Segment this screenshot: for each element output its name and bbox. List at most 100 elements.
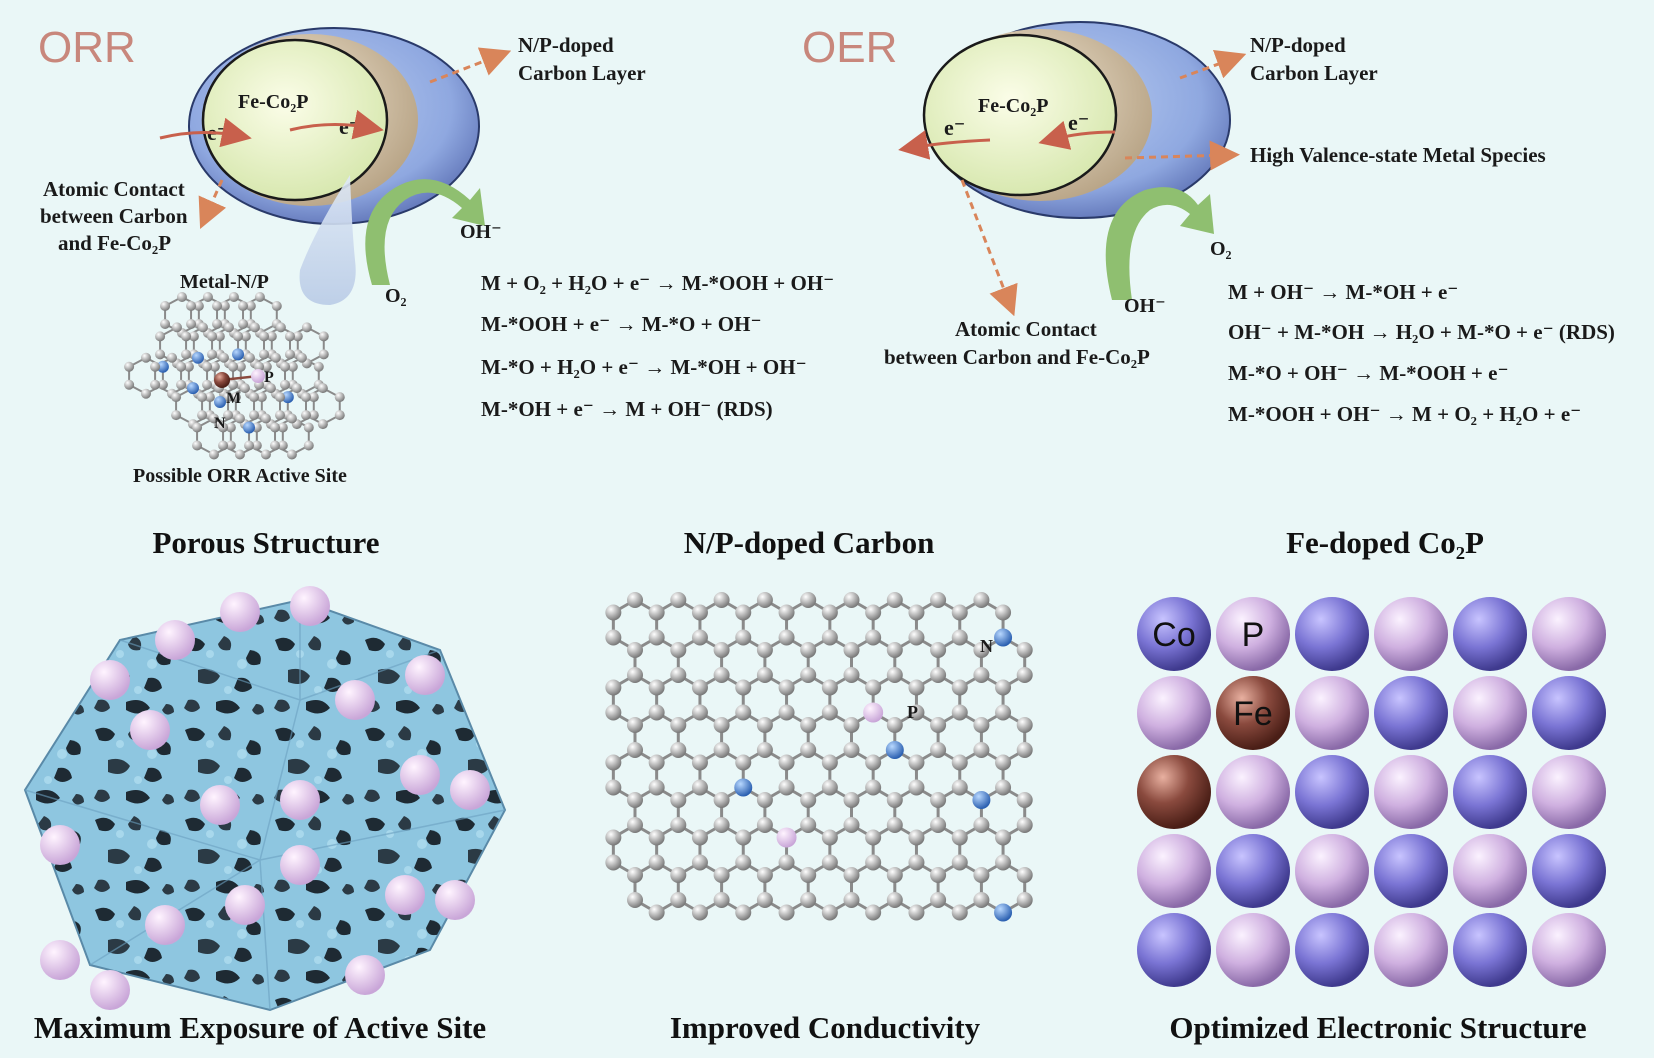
site-carbon-atom	[171, 322, 182, 333]
orr-layer-label-1: N/P-doped	[518, 33, 614, 57]
site-nitrogen-atom	[232, 348, 245, 361]
site-carbon-atom	[176, 379, 187, 390]
site-nitrogen-atom	[281, 391, 294, 404]
carbon-atom	[865, 754, 882, 771]
carbon-atom	[930, 592, 947, 608]
oer-eq-3: M-*O + OH⁻ → M-*OOH + e⁻	[1228, 361, 1509, 385]
carbon-atom	[713, 642, 730, 658]
site-carbon-atom	[186, 319, 197, 329]
carbon-atom	[930, 792, 947, 808]
carbon-atom	[605, 704, 622, 721]
site-carbon-atom	[275, 322, 286, 333]
carbon-atom	[865, 779, 882, 796]
carbon-atom	[930, 717, 947, 733]
carbon-atom	[691, 629, 708, 646]
site-carbon-atom	[150, 379, 161, 390]
site-metal-atom	[214, 372, 230, 388]
carbon-atom	[821, 904, 838, 921]
carbon-atom	[627, 792, 643, 808]
site-carbon-atom	[334, 410, 345, 421]
carbon-atom	[605, 604, 622, 621]
co2p-atom-p	[1532, 597, 1606, 671]
carbon-atom	[605, 854, 622, 871]
co2p-atom-p	[1295, 834, 1369, 908]
carbon-atom	[627, 667, 643, 683]
co2p-lattice	[1137, 597, 1606, 987]
carbon-atom	[735, 604, 752, 621]
carbon-atom	[908, 754, 925, 771]
carbon-atom	[886, 667, 903, 683]
site-carbon-atom	[141, 352, 151, 363]
co2p-atom-p	[1295, 676, 1369, 750]
site-carbon-atom	[318, 349, 329, 360]
carbon-atom	[865, 629, 882, 646]
co2p-atom-co	[1453, 597, 1527, 671]
carbon-atom	[627, 592, 643, 608]
carbon-atom	[886, 792, 903, 808]
carbon-atom	[951, 604, 968, 621]
orr-site-caption: Possible ORR Active Site	[133, 465, 347, 487]
site-carbon-atom	[303, 422, 314, 433]
carbon-atom	[1016, 867, 1033, 883]
orr-eq-4: M-*OH + e⁻ → M + OH⁻ (RDS)	[481, 397, 773, 421]
site-carbon-atom	[277, 440, 288, 451]
co2p-atom-fe	[1216, 676, 1290, 750]
site-carbon-atom	[207, 349, 218, 360]
site-carbon-atom	[160, 319, 171, 329]
orr-contact-1: Atomic Contact	[43, 177, 185, 201]
carbon-atom	[973, 867, 990, 883]
carbon-atom	[995, 779, 1012, 796]
oer-high-valence: High Valence-state Metal Species	[1250, 143, 1546, 167]
site-carbon-atom	[228, 361, 239, 372]
site-carbon-atom	[204, 392, 215, 403]
carbon-atom	[605, 829, 622, 846]
carbon-atom	[756, 592, 773, 608]
site-carbon-atom	[214, 331, 225, 342]
carbon-atom	[627, 642, 643, 658]
active-site-bump	[200, 785, 240, 825]
carbon-atom	[800, 717, 817, 733]
carbon-atom	[648, 704, 665, 721]
carbon-atom	[908, 704, 925, 721]
site-carbon-atom	[228, 292, 239, 302]
orr-contact-2: between Carbon	[40, 204, 188, 228]
site-carbon-atom	[208, 413, 219, 424]
panel-porous-title: Porous Structure	[152, 525, 379, 560]
oer-contact-2: between Carbon and Fe-Co₂P	[884, 345, 1150, 369]
carbon-atom	[886, 867, 903, 883]
site-carbon-atom	[300, 392, 311, 403]
site-carbon-atom	[259, 331, 270, 342]
active-site-bump	[345, 955, 385, 995]
site-carbon-atom	[157, 379, 168, 390]
site-carbon-atom	[334, 392, 345, 403]
site-carbon-atom	[239, 383, 250, 394]
site-carbon-atom	[230, 392, 241, 403]
site-carbon-atom	[249, 410, 260, 421]
carbon-atom	[800, 817, 817, 833]
site-carbon-atom	[303, 440, 314, 451]
carbon-atom	[713, 667, 730, 683]
carbon-atom	[995, 829, 1012, 846]
site-carbon-atom	[192, 422, 203, 433]
active-site-bump	[145, 905, 185, 945]
carbon-atom	[1016, 642, 1033, 658]
site-phosphorus-atom	[251, 369, 265, 383]
oer-electron-1: e⁻	[944, 115, 965, 140]
carbon-atom	[930, 742, 947, 758]
carbon-atom	[908, 829, 925, 846]
co2p-atom-co	[1532, 834, 1606, 908]
co2p-atom-co	[1374, 676, 1448, 750]
orr-e-arrow-1	[159, 117, 252, 148]
carbon-atom	[800, 892, 817, 908]
graphene-N-label: N	[980, 636, 993, 656]
carbon-atom	[605, 679, 622, 696]
carbon-atom	[843, 892, 860, 908]
site-carbon-atom	[197, 410, 208, 421]
co2p-Co-label: Co	[1152, 616, 1195, 654]
carbon-atom	[800, 867, 817, 883]
co2p-P-label: P	[1242, 616, 1265, 654]
site-carbon-atom	[301, 322, 312, 333]
carbon-atom	[670, 667, 687, 683]
active-site-bump	[435, 880, 475, 920]
